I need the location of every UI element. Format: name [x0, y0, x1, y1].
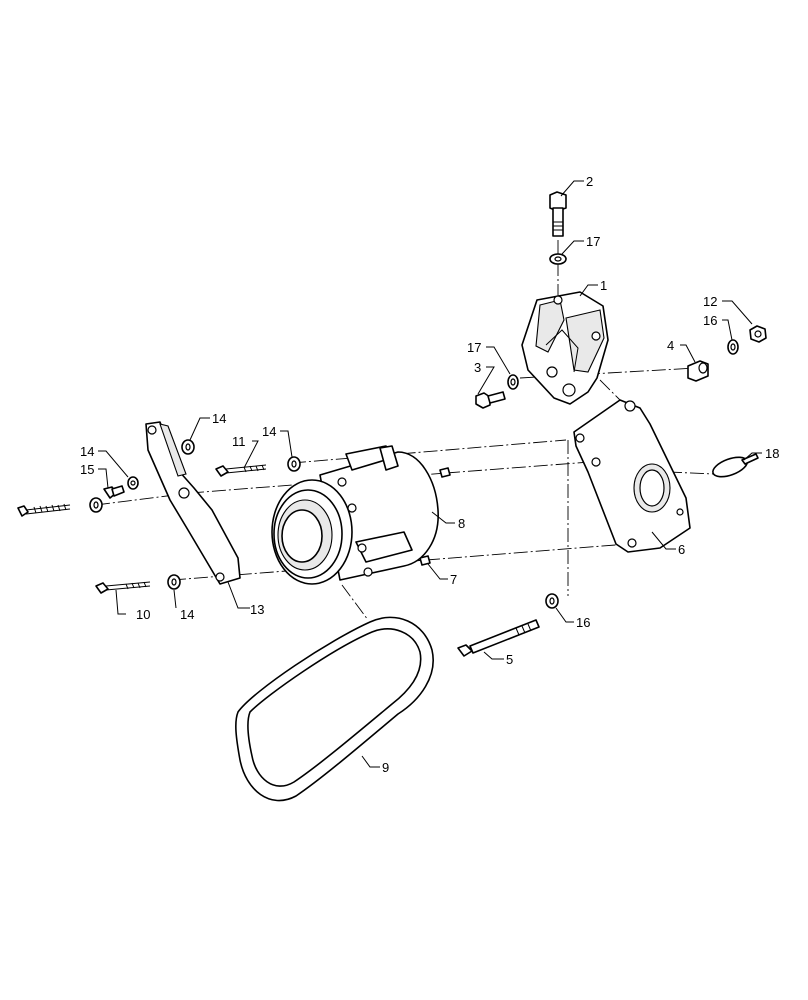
- part-17-washer-top: [549, 253, 567, 265]
- callout-17-top: 17: [586, 234, 600, 249]
- part-11-long-bolt: [215, 464, 267, 477]
- callout-14-mid: 14: [262, 424, 276, 439]
- callout-10: 10: [136, 607, 150, 622]
- part-14-washers: [89, 439, 301, 590]
- part-16-washer-lower: [545, 593, 559, 609]
- callout-6: 6: [678, 542, 685, 557]
- part-18-tie: [712, 453, 759, 478]
- callout-11: 11: [232, 434, 246, 449]
- part-15-short-bolt: [103, 485, 125, 499]
- part-7-bushings: [419, 467, 451, 566]
- part-17-washer-left: [507, 374, 519, 390]
- part-4-spacer: [687, 360, 709, 382]
- part-3-bolt: [475, 391, 506, 409]
- callout-16-lower: 16: [576, 615, 590, 630]
- part-1-mounting-bracket: [521, 291, 609, 405]
- callout-18: 18: [765, 446, 779, 461]
- callout-3: 3: [474, 360, 481, 375]
- callout-12: 12: [703, 294, 717, 309]
- callout-4: 4: [667, 338, 674, 353]
- callout-14-bottom: 14: [180, 607, 194, 622]
- callout-8: 8: [458, 516, 465, 531]
- part-9-drive-belt: [235, 616, 434, 802]
- callout-5: 5: [506, 652, 513, 667]
- callout-15: 15: [80, 462, 94, 477]
- long-bolt-left: [17, 503, 71, 517]
- part-10-long-bolt: [95, 581, 151, 594]
- callout-14-left: 14: [80, 444, 94, 459]
- part-6-support-plate: [573, 399, 691, 553]
- callout-13: 13: [250, 602, 264, 617]
- callout-17-left: 17: [467, 340, 481, 355]
- part-16-washer-right: [727, 339, 739, 355]
- callout-7: 7: [450, 572, 457, 587]
- part-2-bolt: [549, 191, 567, 237]
- callout-16-right: 16: [703, 313, 717, 328]
- part-5-long-bolt: [457, 619, 540, 657]
- part-12-nut: [749, 325, 767, 343]
- callout-labels: 2 17 1 12 16 4 17 3 18 14 14 11 14 15 8 …: [80, 174, 779, 775]
- callout-9: 9: [382, 760, 389, 775]
- callout-14-top: 14: [212, 411, 226, 426]
- leader-lines: [98, 180, 762, 768]
- callout-1: 1: [600, 278, 607, 293]
- callout-2: 2: [586, 174, 593, 189]
- part-13-front-bracket: [145, 421, 241, 585]
- part-8-compressor: [271, 445, 439, 585]
